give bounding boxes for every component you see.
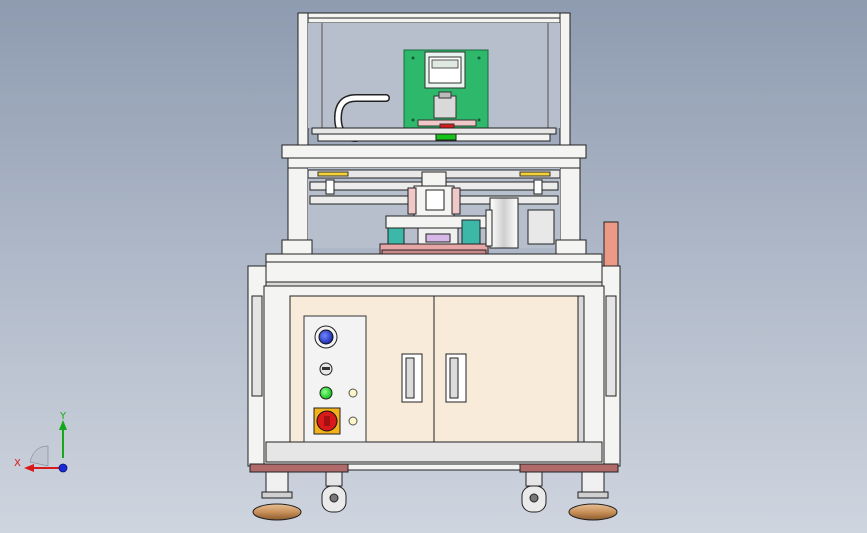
emergency-stop-button[interactable]	[313, 407, 341, 435]
base-rail	[249, 463, 619, 473]
indicator-lamp-2	[348, 416, 358, 426]
cabinet-top	[261, 253, 607, 287]
start-button[interactable]	[314, 325, 338, 349]
run-lamp	[319, 386, 333, 400]
x-axis-label: X	[14, 458, 21, 469]
y-axis-label: Y	[59, 411, 67, 422]
door-handles	[401, 353, 467, 403]
caster-wheel-right	[521, 471, 547, 513]
tool-head	[379, 171, 555, 255]
y-axis-head	[59, 420, 67, 430]
pcb-board	[403, 49, 489, 133]
x-axis-head	[24, 464, 34, 472]
z-axis-dot	[58, 463, 68, 473]
triad-plane-icon	[29, 445, 49, 467]
caster-front-right	[568, 471, 618, 521]
indicator-lamp-1	[348, 388, 358, 398]
caster-front-left	[252, 471, 302, 521]
caster-wheel-left	[321, 471, 347, 513]
top-rail	[281, 127, 587, 169]
coordinate-triad[interactable]: Y X	[10, 410, 80, 480]
selector-switch[interactable]	[319, 362, 333, 376]
